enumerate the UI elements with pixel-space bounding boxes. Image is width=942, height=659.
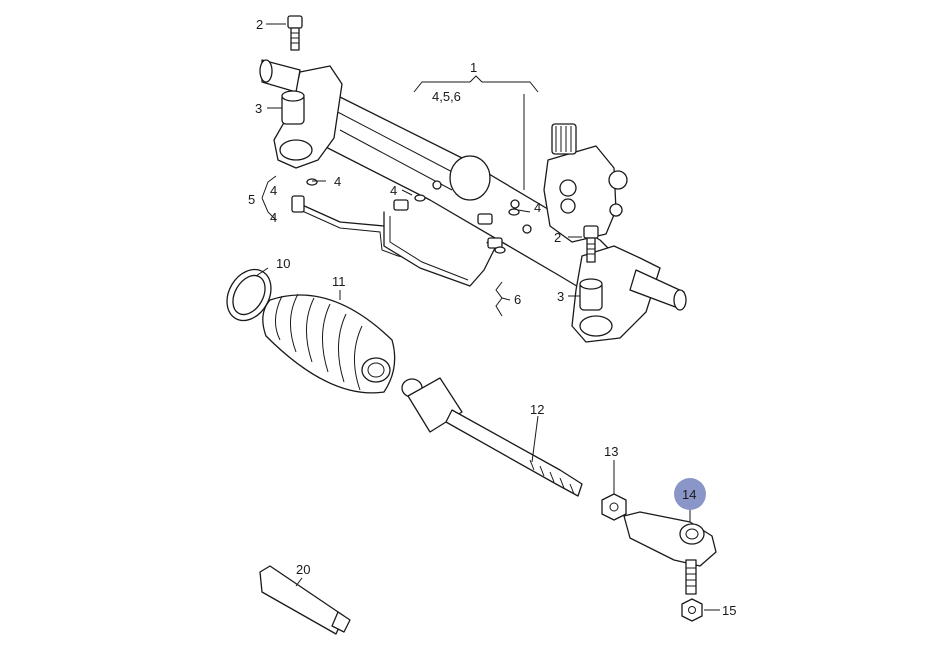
tie-rod-end: [623, 511, 717, 595]
bushing-top: [281, 90, 305, 125]
callout-6: 6: [514, 292, 521, 307]
callout-labels: 1 4,5,6 2 3 4 4 5 4 4 4 2 6 3 10 11 12 1…: [248, 17, 736, 618]
bushing-bottom: [579, 278, 603, 311]
callout-3-bot: 3: [557, 289, 564, 304]
callout-20: 20: [296, 562, 310, 577]
grease-tube: [259, 565, 351, 635]
callout-15: 15: [722, 603, 736, 618]
callout-10: 10: [276, 256, 290, 271]
bellows-boot: [262, 293, 396, 394]
callout-12: 12: [530, 402, 544, 417]
bolt-mid: [583, 225, 599, 263]
highlight-marker: [674, 478, 706, 510]
hydraulic-lines: [291, 178, 520, 287]
leader-lines: [255, 23, 720, 611]
callout-13: 13: [604, 444, 618, 459]
callout-5: 5: [248, 192, 255, 207]
bolt-top: [287, 15, 303, 51]
clamp-ring: [226, 268, 272, 322]
callout-2-top: 2: [256, 17, 263, 32]
callout-4-c: 4: [270, 210, 277, 225]
callout-4-e: 4: [534, 200, 541, 215]
small-nut: [681, 598, 703, 622]
callout-4-b: 4: [270, 183, 277, 198]
callout-2-mid: 2: [554, 230, 561, 245]
callout-1: 1: [470, 60, 477, 75]
inner-tie-rod: [401, 377, 583, 497]
callout-11: 11: [332, 274, 346, 289]
callout-14[interactable]: 14: [682, 487, 696, 502]
callout-1-sub: 4,5,6: [432, 89, 461, 104]
callout-4-d: 4: [390, 183, 397, 198]
callout-4-a: 4: [334, 174, 341, 189]
callout-3-top: 3: [255, 101, 262, 116]
steering-rack-housing: [259, 59, 687, 343]
lock-nut: [601, 493, 627, 521]
